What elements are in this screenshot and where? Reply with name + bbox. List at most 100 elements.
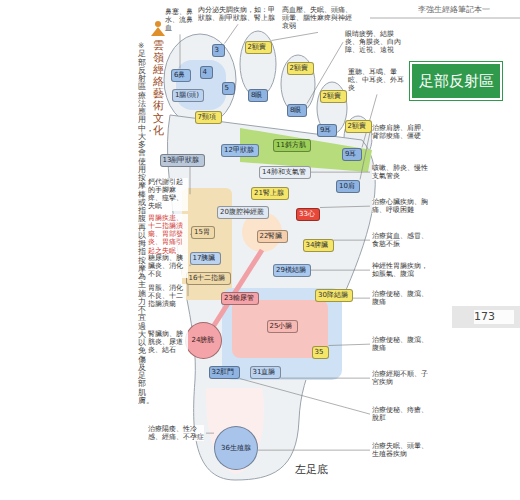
reflex-zone: 1腦(頭) — [172, 89, 204, 102]
zone-label: 8眼 — [290, 106, 304, 114]
indication-note: 內分泌失調疾病，如：甲狀腺、副甲狀腺、腎上腺 — [198, 6, 278, 22]
indication-note: 治療陽痿、性冷感、經痛、不孕症 — [148, 425, 204, 441]
reflex-zone: 12甲狀腺 — [221, 144, 259, 157]
leader-line — [311, 270, 370, 271]
zone-areas — [176, 60, 372, 474]
indication-note: 胃脹、消化不良、十二指腸潰瘍 — [148, 284, 186, 308]
indication-note: 治療便秘、痔瘡、脫肛 — [372, 406, 428, 422]
zone-label: 25小腸 — [270, 322, 295, 330]
side-note: ※足部反射區療法應用中，大多會使用按摩棒或指腹，再以拇指按摩為主，施力不宜過大，… — [138, 42, 146, 405]
page-band — [452, 306, 520, 328]
indication-note: 重聽、耳鳴、暈眩、中耳炎、外耳炎 — [348, 68, 406, 92]
reflex-zone: 9耳 — [317, 124, 337, 137]
zone-label: 33心 — [299, 210, 317, 218]
reflex-zone: 33心 — [296, 208, 320, 221]
indication-note: 胃腸疾患、十二指腸潰瘍、胃部發炎、胃痛引起之失眠 — [148, 214, 188, 255]
zone-label: 10肩 — [339, 182, 357, 190]
reflex-zone: 25小腸 — [267, 320, 298, 333]
leader-line — [188, 285, 189, 297]
leader-line — [272, 32, 319, 40]
zone-label: 31直腸 — [253, 368, 278, 376]
zone-label: 2額竇 — [290, 64, 311, 72]
indication-note: 治療便秘、腹瀉、腹痛 — [372, 290, 428, 306]
indication-note: 治療心臟疾病、胸痛、呼吸困難 — [372, 198, 428, 214]
reflex-zone: 24膀胱 — [185, 322, 222, 359]
zone-label: 36生殖腺 — [221, 444, 251, 452]
reflex-zone: 17胰臟 — [190, 252, 221, 265]
reflex-zone: 9耳 — [342, 148, 362, 161]
indication-note: 鼻塞、鼻水、流鼻血 — [165, 8, 195, 32]
reflex-zone: 2額竇 — [345, 120, 372, 133]
reflex-zone: 2額竇 — [287, 62, 314, 75]
zone-label: 3 — [215, 46, 222, 54]
leader-line — [353, 298, 370, 299]
indication-note: 治療肩膀、肩胛、背部痠痛、僵硬 — [372, 124, 428, 140]
zone-label: 9耳 — [320, 126, 334, 134]
zone-label: 11斜方肌 — [276, 141, 308, 149]
leader-line — [190, 265, 191, 267]
leader-line — [329, 344, 371, 345]
leader-line — [240, 379, 371, 415]
reflex-zone: 30降結腸 — [315, 289, 353, 302]
header-rule — [370, 18, 520, 19]
zone-label: 14肺和支氣管 — [262, 168, 308, 176]
running-header: 李強生經絡筆記本一 — [418, 5, 518, 15]
reflex-zone: 2額竇 — [245, 41, 272, 54]
zone-label: 6鼻 — [174, 71, 188, 79]
reflex-zone: 35 — [312, 346, 329, 359]
indication-note: 治療失眠、頭暈、生殖器疾病 — [372, 442, 428, 458]
zone-label: 8眼 — [251, 91, 265, 99]
leader-line — [180, 34, 181, 68]
zone-label: 9耳 — [345, 150, 359, 158]
indication-note: 治療便秘、腹瀉、腹痛 — [372, 336, 428, 352]
leader-line — [334, 240, 371, 241]
zone-label: 22腎臟 — [260, 232, 285, 240]
zone-label: 5 — [225, 84, 232, 92]
figure-caption: 左足底 — [295, 462, 328, 477]
leader-line — [281, 378, 371, 379]
reflex-zone: 6鼻 — [171, 69, 191, 82]
reflex-zone: 14肺和支氣管 — [259, 166, 311, 179]
reflex-zone: 5 — [222, 82, 235, 95]
reflex-zone: 13副甲狀腺 — [160, 154, 205, 167]
zone-label: 15胃 — [194, 228, 212, 236]
reflex-zone: 15胃 — [191, 226, 215, 239]
zone-label: 23輸尿管 — [224, 294, 256, 302]
leader-line — [190, 167, 191, 195]
leader-line — [320, 206, 370, 207]
leader-line — [206, 433, 214, 434]
zone-label: 21腎上腺 — [254, 189, 286, 197]
reflex-zone: 20腹腔神經叢 — [217, 206, 269, 219]
reflex-zone: 23輸尿管 — [221, 292, 259, 305]
reflex-zone: 8眼 — [248, 89, 268, 102]
leader-line — [225, 24, 239, 43]
leader-line — [311, 172, 370, 173]
indication-note: 神經性胃腸疾病，如脹氣、腹瀉 — [372, 262, 428, 278]
reflex-zone: 22腎臟 — [257, 230, 288, 243]
reflex-zone: 16十二指腸 — [186, 272, 231, 285]
section-tab: 足部反射區 — [410, 62, 502, 100]
page-number: 173 — [474, 310, 514, 324]
reflex-zone: 11斜方肌 — [273, 139, 311, 152]
zone-label: 2額竇 — [348, 122, 369, 130]
zone-label: 2額竇 — [323, 92, 344, 100]
indication-note: 腎臟病、膀胱炎、尿道炎、結石 — [148, 330, 188, 354]
zone-label: 12甲狀腺 — [224, 146, 256, 154]
zone-label: 30降結腸 — [318, 291, 350, 299]
reflex-zone: 8眼 — [287, 104, 307, 117]
zone-label: 32肛門 — [212, 368, 237, 376]
indication-note: 鈣代謝引起的手腳麻痺、痙攣、失眠 — [148, 178, 188, 211]
reflex-zone: 32肛門 — [209, 366, 240, 379]
reflex-zone: 29橫結腸 — [273, 264, 311, 277]
reflex-zone: 4 — [200, 66, 213, 79]
indication-note: 眼睛疲勞、結膜炎、角膜炎、白內障、近視、遠視 — [345, 30, 407, 54]
reflex-zone: 36生殖腺 — [214, 426, 258, 470]
reflex-zone: 2額竇 — [320, 90, 347, 103]
indication-note: 糖尿病、胰臟炎、消化不良 — [148, 254, 188, 278]
reflex-zone: 7頸項 — [195, 111, 222, 124]
indication-note: 治療經期不順、子宮疾病 — [372, 370, 428, 386]
logo-text: 雲嶺經絡藝術文化 — [153, 40, 164, 137]
zone-label: 4 — [203, 68, 210, 76]
zone-label: 1腦(頭) — [175, 91, 201, 99]
zone-label: 13副甲狀腺 — [163, 156, 202, 164]
